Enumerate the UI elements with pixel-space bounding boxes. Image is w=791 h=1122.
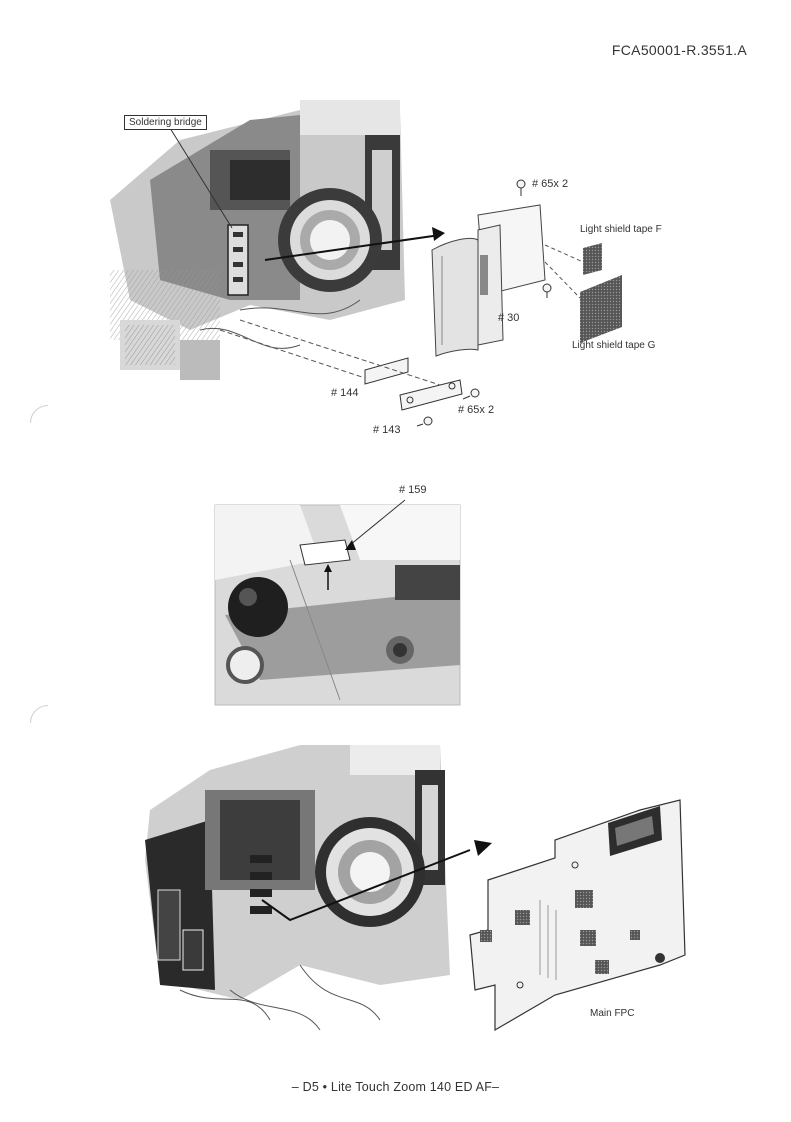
screw-65-top-label: # 65x 2 (532, 178, 569, 190)
page-footer: – D5 • Lite Touch Zoom 140 ED AF– (291, 1080, 500, 1094)
document-code: FCA50001-R.3551.A (611, 42, 747, 58)
light-shield-tape-g-label: Light shield tape G (572, 340, 656, 351)
screw-65-bottom-label: # 65x 2 (458, 404, 495, 416)
main-fpc-board (469, 799, 686, 1032)
light-shield-tape-f-label: Light shield tape F (580, 224, 662, 235)
camera-body-photo-1 (110, 100, 405, 380)
camera-body-photo-2 (145, 745, 450, 1031)
part-144-label: # 144 (331, 387, 359, 399)
light-shield-tape-f (583, 243, 602, 275)
part-30-label: # 30 (498, 312, 520, 324)
light-shield-tape-g (580, 275, 622, 343)
soldering-bridge-label: Soldering bridge (124, 115, 207, 130)
part-159-label: # 159 (399, 484, 427, 496)
rear-cover-part-30 (431, 204, 546, 357)
part-144 (364, 357, 409, 385)
screw-icon (416, 179, 552, 427)
part-143-label: # 143 (373, 424, 401, 436)
main-fpc-label: Main FPC (590, 1008, 635, 1019)
